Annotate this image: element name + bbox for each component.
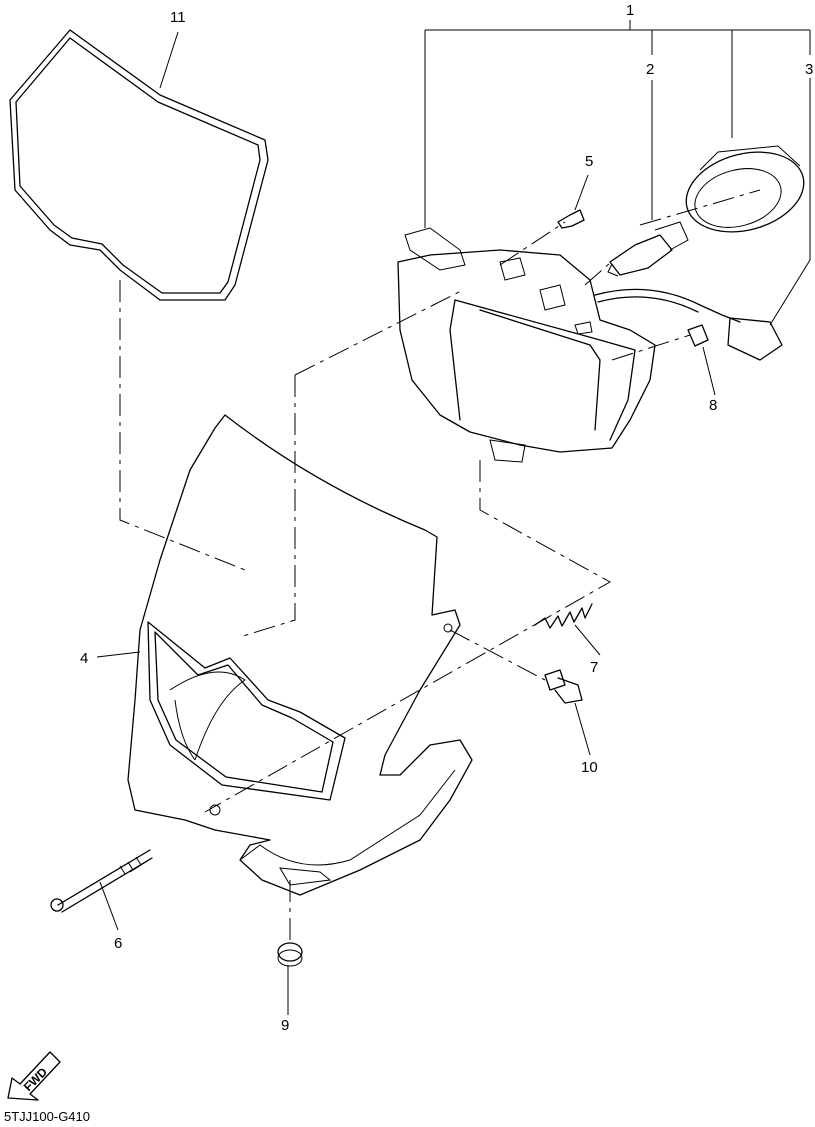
part-1-headlight-housing (397, 227, 656, 463)
fwd-arrow-icon: FWD (7, 1051, 61, 1101)
callout-leaders (96, 20, 811, 1015)
callout-5: 5 (585, 153, 593, 170)
part-3-socket-cover (594, 145, 805, 361)
callout-8: 8 (709, 397, 717, 414)
part-4-headlight-cowl (127, 414, 473, 896)
part-6-long-screw (50, 849, 153, 913)
callout-10: 10 (581, 759, 598, 776)
part-2-bulb (607, 221, 689, 277)
callout-9: 9 (281, 1017, 289, 1034)
callout-1: 1 (626, 2, 634, 19)
part-11-lens-panel (9, 29, 269, 301)
callout-11: 11 (170, 9, 186, 26)
callout-2: 2 (646, 61, 654, 78)
part-7-spring (534, 603, 593, 629)
callout-7: 7 (590, 659, 598, 676)
part-9-grommet (277, 942, 303, 967)
assembly-lines (119, 189, 761, 940)
callout-6: 6 (114, 935, 122, 952)
part-5-screw (557, 209, 585, 229)
callout-3: 3 (805, 61, 813, 78)
part-10-bolt (544, 669, 583, 704)
diagram-code: 5TJJ100-G410 (4, 1109, 90, 1124)
part-8-nut (687, 324, 709, 347)
callout-4: 4 (80, 650, 88, 667)
fwd-label: FWD (21, 1065, 50, 1094)
